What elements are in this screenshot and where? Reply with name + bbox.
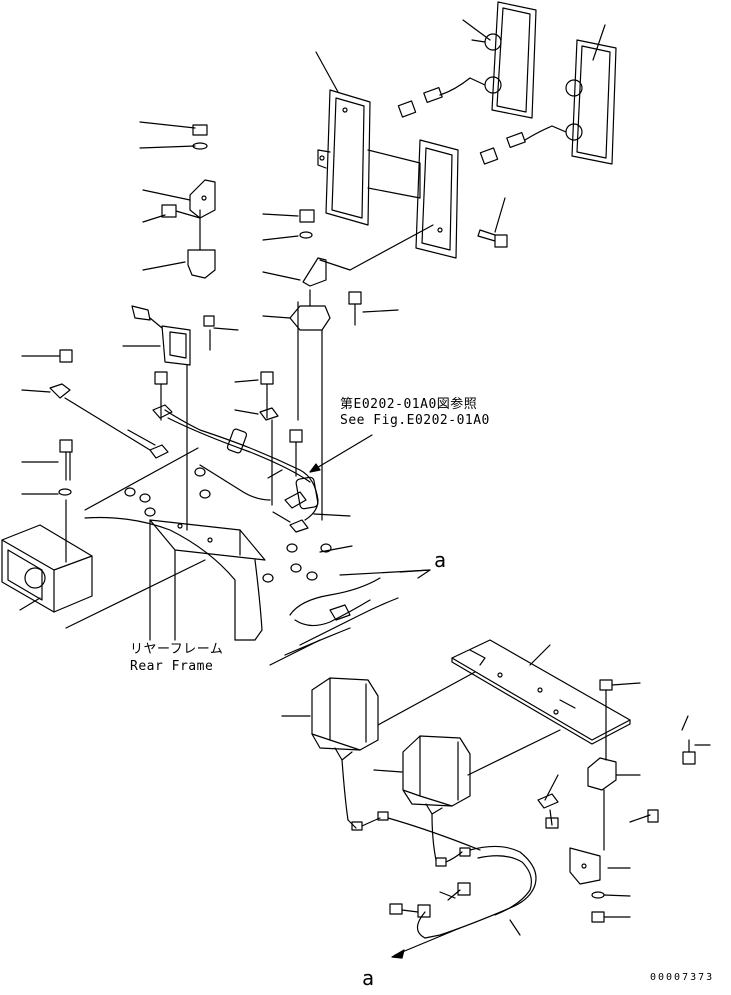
- rear-lamp-left: [397, 1, 537, 119]
- rear-frame: [84, 447, 266, 641]
- bushings: [124, 467, 332, 583]
- bolt-right-bracket: [477, 229, 508, 248]
- reference-leader: [309, 434, 373, 473]
- wire-harness-center: [164, 409, 319, 533]
- work-light-harness: [347, 811, 537, 939]
- reference-note-english: See Fig.E0202-01A0: [340, 413, 490, 428]
- work-light-right: [373, 729, 561, 861]
- lamp-mounting-bracket: [317, 89, 459, 259]
- work-light-bracket: [451, 639, 631, 745]
- nut-stack-upper: [139, 121, 216, 279]
- wire-harness-rear: [269, 569, 431, 666]
- battery-box: [1, 524, 206, 629]
- center-bolts: [127, 301, 323, 521]
- relay-unit: [122, 305, 239, 531]
- rear-lamp-right: [479, 39, 617, 165]
- callout-label-lower: a: [362, 966, 375, 990]
- rear-frame-label-english: Rear Frame: [130, 659, 214, 674]
- callout-label-upper: a: [434, 548, 447, 572]
- left-column-hardware: [21, 349, 151, 563]
- nut-stack-center: [262, 209, 331, 331]
- rear-frame-label-japanese: リヤーフレーム: [130, 642, 224, 657]
- reference-note-japanese: 第E0202-01A0図参照: [340, 397, 478, 412]
- work-light-left: [281, 671, 476, 821]
- leader-lines-upper-right: [315, 19, 606, 271]
- leader-lines-left: [267, 469, 353, 553]
- callout-arrow-lower: [391, 927, 461, 959]
- work-light-switch-hardware: [537, 679, 711, 923]
- document-number: 00007373: [650, 972, 715, 983]
- bolt-upper-right-small: [348, 291, 399, 326]
